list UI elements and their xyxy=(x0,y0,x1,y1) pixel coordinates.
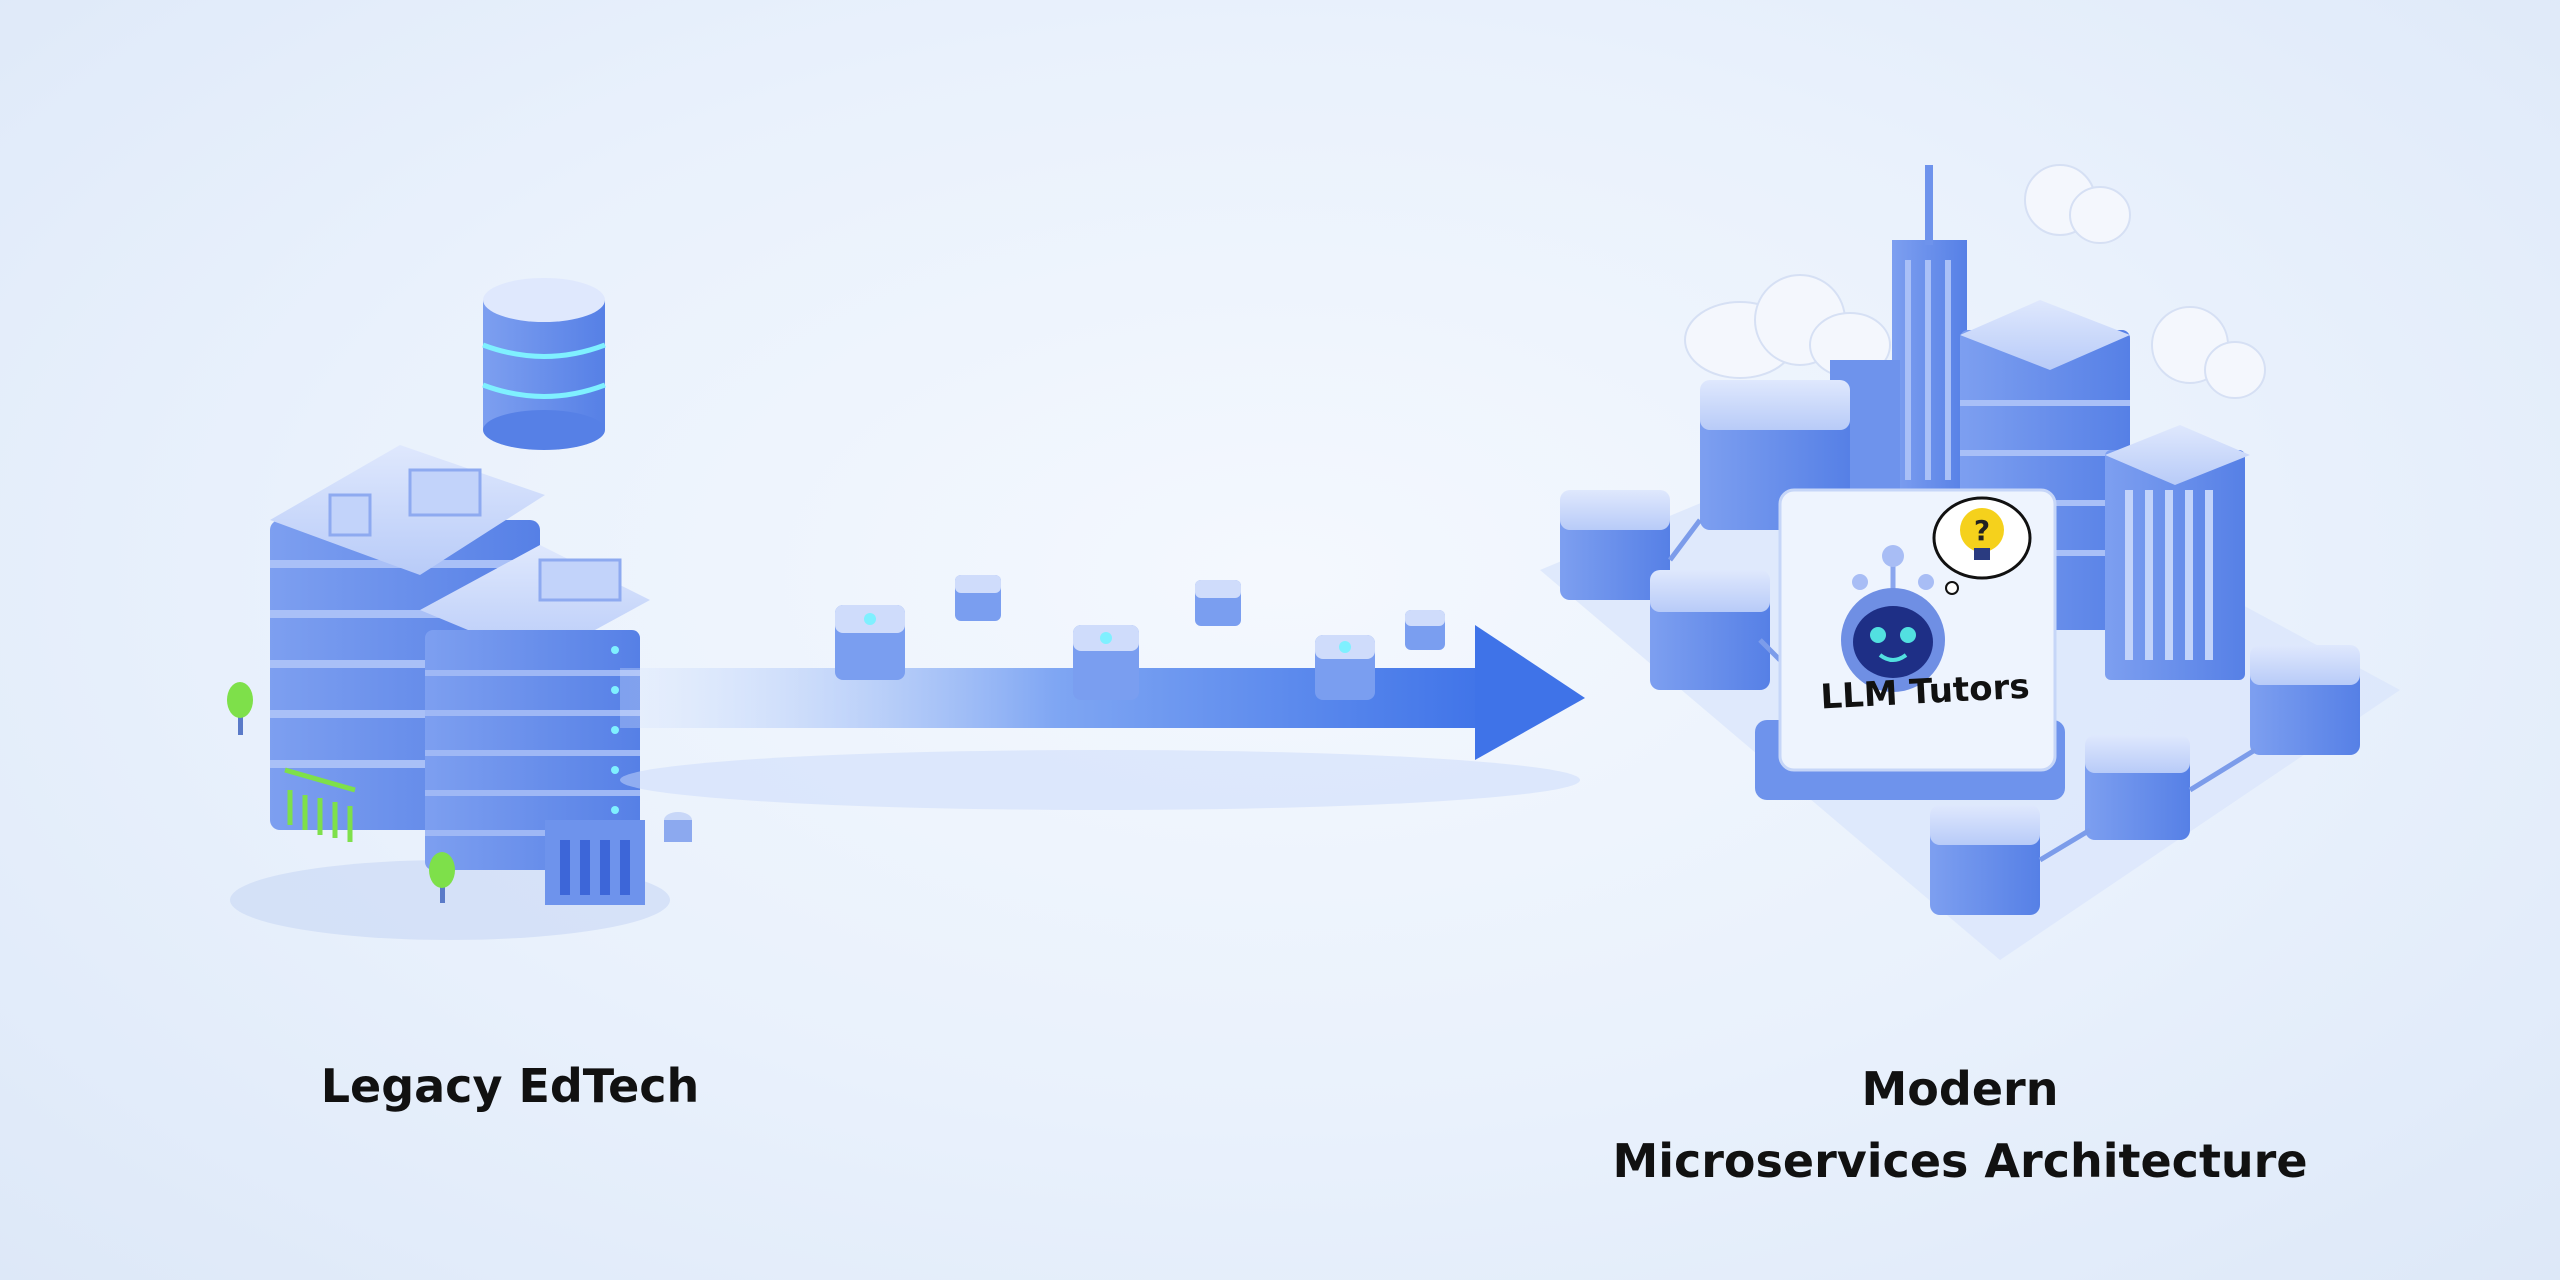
green-railing xyxy=(284,767,356,842)
lightbulb-question-icon: ? xyxy=(1932,496,2032,595)
tree-icon xyxy=(227,682,253,735)
modern-architecture-label: Modern Microservices Architecture xyxy=(1580,1053,2340,1197)
modern-label-line2: Microservices Architecture xyxy=(1612,1134,2308,1188)
service-node xyxy=(1560,490,1670,600)
llm-tutor-module: ? xyxy=(1755,488,2065,800)
service-node xyxy=(2250,645,2360,755)
service-node xyxy=(2085,735,2190,840)
microservices-cluster: ? xyxy=(1540,164,2400,960)
modern-label-line1: Modern xyxy=(1861,1062,2059,1116)
database-icon xyxy=(482,278,606,450)
office-tower xyxy=(2105,425,2250,680)
svg-text:?: ? xyxy=(1974,514,1990,547)
skyscraper xyxy=(1892,165,1967,500)
data-packet-cubes xyxy=(835,575,1445,700)
small-barrels xyxy=(664,812,692,842)
service-node xyxy=(1930,805,2040,915)
migration-arrow xyxy=(620,575,1585,810)
robot-icon xyxy=(1841,545,1945,692)
cloud-icon xyxy=(1684,164,2266,399)
connection-lines xyxy=(1668,518,2257,863)
legacy-edtech-label: Legacy EdTech xyxy=(320,1059,700,1113)
tree-icon xyxy=(429,852,455,903)
legacy-server-rack xyxy=(420,545,650,905)
service-node xyxy=(1650,570,1770,690)
legacy-monolith xyxy=(227,278,692,940)
